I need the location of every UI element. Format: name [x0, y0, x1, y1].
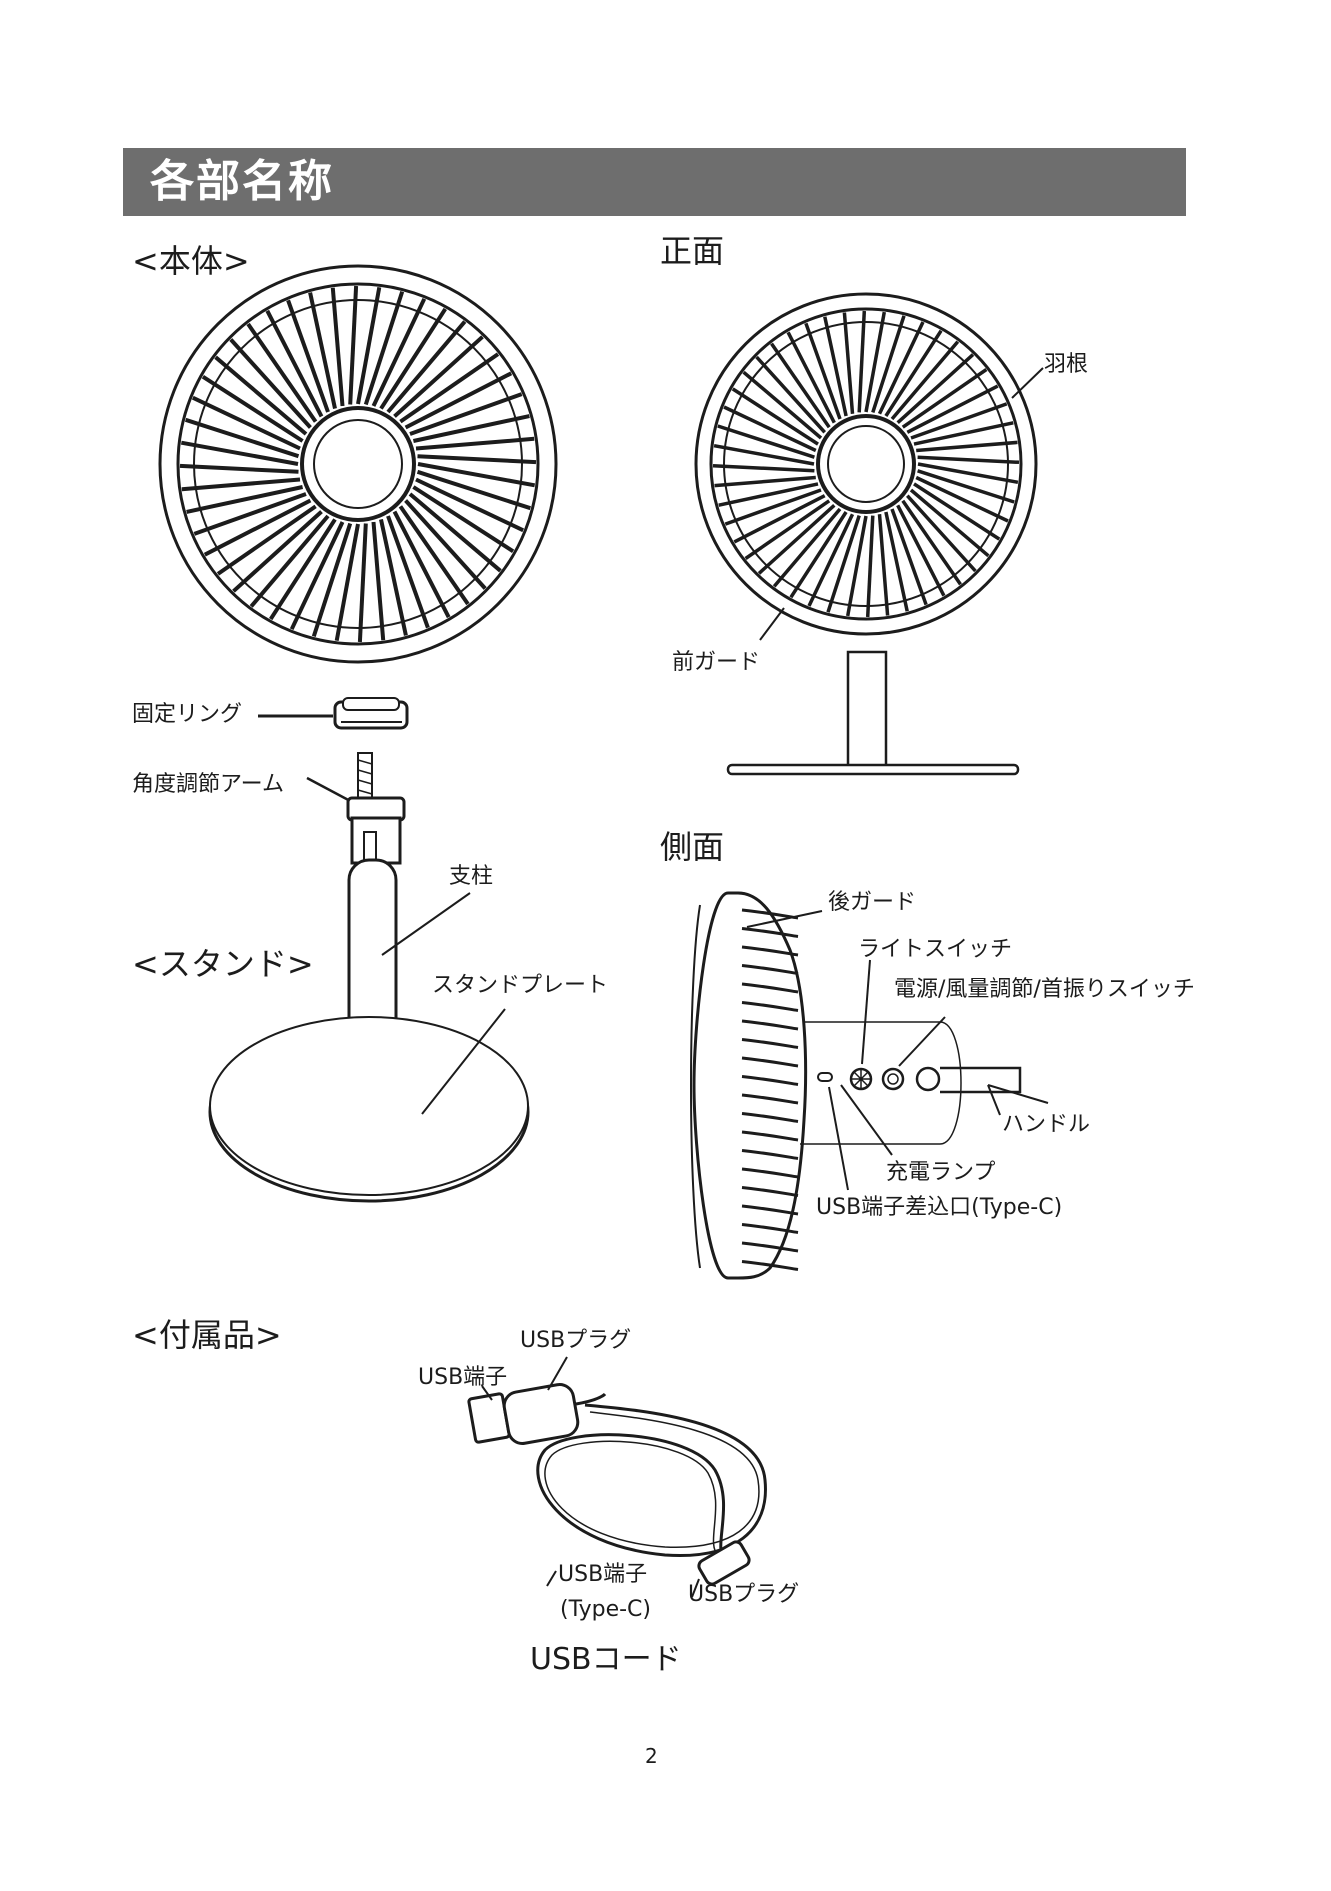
usb-cord-illustration	[468, 1357, 765, 1597]
label-pillar: 支柱	[449, 864, 493, 889]
label-usb-terminal-top: USB端子	[418, 1365, 507, 1390]
page-number: 2	[645, 1745, 658, 1768]
label-power-switch: 電源/風量調節/首振りスイッチ	[894, 977, 1195, 1002]
label-stand-plate: スタンドプレート	[432, 973, 608, 998]
fan-head-illustration	[160, 266, 556, 662]
label-usb-port: USB端子差込口(Type-C)	[816, 1195, 1062, 1220]
label-rear-guard: 後ガード	[828, 890, 916, 915]
label-blade: 羽根	[1044, 352, 1088, 377]
label-usb-terminal-c-type: (Type-C)	[560, 1597, 651, 1622]
label-front-guard: 前ガード	[672, 650, 760, 675]
label-usb-plug-top: USBプラグ	[520, 1328, 631, 1353]
label-charge-lamp: 充電ランプ	[886, 1160, 995, 1185]
label-handle: ハンドル	[1002, 1112, 1090, 1137]
label-usb-cord: USBコード	[530, 1643, 682, 1678]
section-side-heading: 側面	[660, 829, 724, 866]
front-view-illustration	[696, 294, 1043, 774]
label-usb-terminal-c: USB端子	[558, 1562, 647, 1587]
label-fixing-ring: 固定リング	[132, 702, 242, 727]
section-body-heading: <本体>	[132, 243, 250, 280]
section-front-heading: 正面	[660, 233, 724, 270]
section-stand-heading: <スタンド>	[132, 946, 314, 983]
label-usb-plug-bottom: USBプラグ	[688, 1582, 799, 1607]
label-light-switch: ライトスイッチ	[858, 937, 1012, 962]
section-accessories-heading: <付属品>	[132, 1317, 282, 1354]
label-angle-arm: 角度調節アーム	[132, 772, 284, 797]
